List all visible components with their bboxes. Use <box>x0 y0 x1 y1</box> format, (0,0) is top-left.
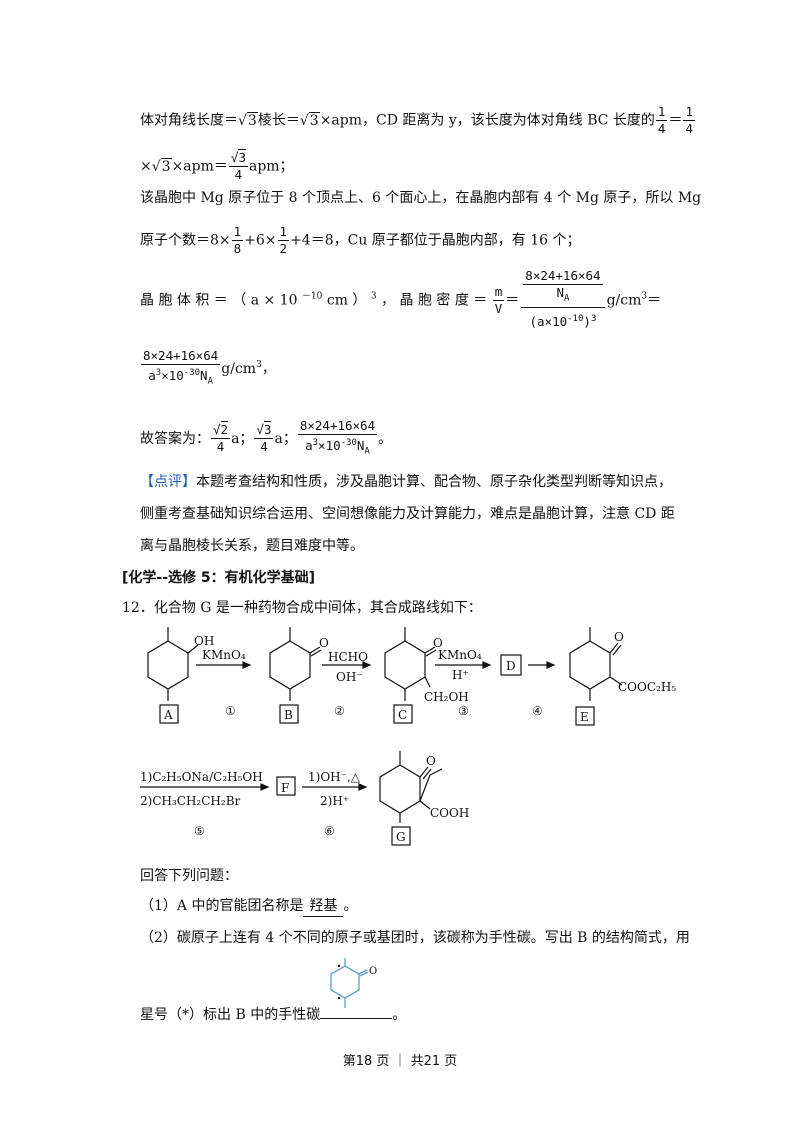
ch2oh-label: CH₂OH <box>424 690 469 704</box>
answer-1: 羟基 <box>303 896 344 917</box>
step-1: ① <box>225 704 236 718</box>
step-6: ⑥ <box>324 824 335 838</box>
svg-text:F: F <box>281 781 289 795</box>
reagent-5-top: 1)C₂H₅ONa/C₂H₅OH <box>140 770 263 784</box>
label-box-e <box>575 706 595 726</box>
label-box-f <box>276 776 296 796</box>
question-12: 12．化合物 G 是一种药物合成中间体，其合成路线如下： <box>122 600 482 616</box>
sqrt-3: √3 <box>238 111 258 129</box>
synthesis-scheme: OH KMnO₄ O HCHO OH⁻ O CH₂OH KMnO₄ H⁺ D O… <box>140 627 676 846</box>
svg-text:D: D <box>506 659 516 673</box>
oh-label: OH <box>194 634 214 648</box>
section-title: [化学--选修 5：有机化学基础] <box>122 570 316 586</box>
line-1: 体对角线长度＝√3棱长＝√3×apm，CD 距离为 y，该长度为体对角线 BC … <box>140 104 695 136</box>
cooh-label: COOH <box>430 806 469 820</box>
step-4: ④ <box>532 704 543 718</box>
reagent-1: KMnO₄ <box>202 648 246 662</box>
chiral-carbon-structure: O <box>330 958 377 1008</box>
label-box-a <box>159 704 179 724</box>
reagent-2-top: HCHO <box>328 650 368 664</box>
question-1: （1）A 中的官能团名称是羟基。 <box>140 896 357 917</box>
svg-text:O: O <box>433 636 443 650</box>
text: 体对角线长度＝ <box>140 112 238 129</box>
comment-tag: 【点评】 <box>140 474 196 490</box>
svg-text:B: B <box>284 708 293 722</box>
svg-text:O: O <box>426 754 436 768</box>
reagent-6-top: 1)OH⁻,△ <box>308 770 361 784</box>
comment-line-2: 侧重考查基础知识综合运用、空间想像能力及计算能力，难点是晶胞计算，注意 CD 距 <box>140 506 675 522</box>
cooc2h5-label: COOC₂H₅ <box>618 680 676 694</box>
question-2: （2）碳原子上连有 4 个不同的原子或基团时，该碳称为手性碳。写出 B 的结构简… <box>140 930 690 946</box>
comment-line-3: 离与晶胞棱长关系，题目难度中等。 <box>140 538 364 554</box>
label-box-d <box>500 654 522 676</box>
step-2: ② <box>334 704 345 718</box>
svg-text:A: A <box>163 708 173 722</box>
svg-text:G: G <box>396 830 406 844</box>
label-box-c <box>393 704 413 724</box>
reagent-3-top: KMnO₄ <box>438 648 482 662</box>
comment-line-1: 【点评】本题考查结构和性质，涉及晶胞计算、配合物、原子杂化类型判断等知识点， <box>140 474 672 490</box>
molecule-g <box>379 751 443 823</box>
label-box-g <box>391 826 411 846</box>
reagent-6-bot: 2)H⁺ <box>320 794 349 808</box>
svg-text:C: C <box>398 708 407 722</box>
reagent-5-bot: 2)CH₃CH₂CH₂Br <box>140 794 241 808</box>
svg-text:O: O <box>369 966 377 977</box>
molecule-c <box>384 627 437 701</box>
answer-intro: 回答下列问题： <box>140 868 238 884</box>
step-3: ③ <box>458 704 469 718</box>
molecule-a <box>147 627 199 701</box>
molecule-e <box>569 627 623 701</box>
question-2-line-2: 星号（*）标出 B 中的手性碳。 <box>140 1004 406 1025</box>
reagent-3-bot: H⁺ <box>452 668 469 682</box>
step-5: ⑤ <box>194 824 205 838</box>
molecule-b <box>269 627 322 701</box>
line-5: 晶 胞 体 积 ＝ （ a × 10 －10 cm ） 3 ， 晶 胞 密 度 … <box>140 268 661 333</box>
label-box-b <box>279 704 299 724</box>
line-3: 该晶胞中 Mg 原子位于 8 个顶点上、6 个面心上，在晶胞内部有 4 个 Mg… <box>140 190 702 206</box>
svg-text:O: O <box>614 630 624 644</box>
page-footer: 第18 页 ｜ 共21 页 <box>342 1054 458 1069</box>
reagent-2-bot: OH⁻ <box>336 670 363 684</box>
answer-blank[interactable] <box>320 1004 393 1019</box>
svg-text:E: E <box>580 710 589 724</box>
svg-text:O: O <box>319 636 329 650</box>
